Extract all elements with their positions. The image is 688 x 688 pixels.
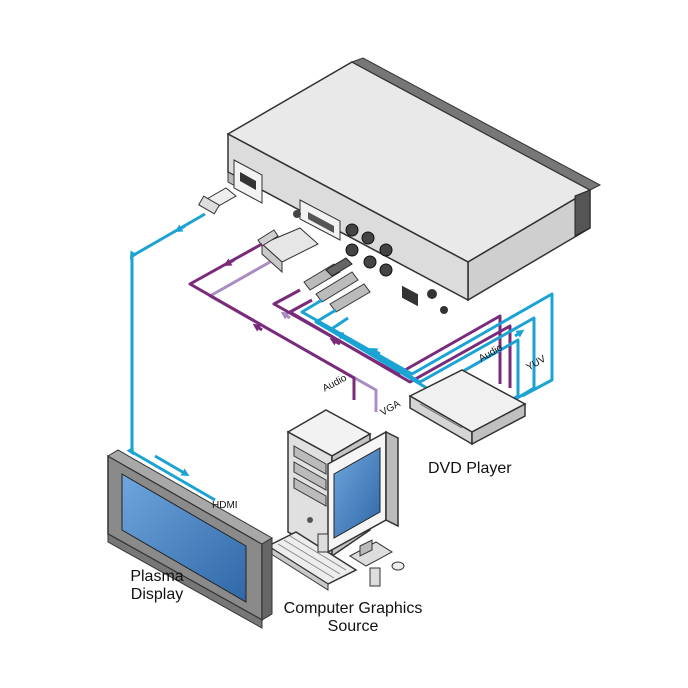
computer-source-label-line1: Computer Graphics bbox=[283, 600, 423, 617]
plugged-connectors bbox=[198, 187, 371, 313]
hdmi-cable-label: HDMI bbox=[212, 500, 238, 511]
dvd-player-icon bbox=[408, 369, 527, 446]
monitor-icon bbox=[327, 430, 399, 567]
control-ports bbox=[402, 285, 448, 314]
keyboard-icon bbox=[266, 531, 405, 591]
hdmi-out-port bbox=[233, 159, 263, 204]
dvd-player-label: DVD Player bbox=[428, 460, 512, 477]
scaler-device bbox=[226, 57, 602, 314]
hdmi-cable bbox=[126, 212, 216, 502]
component-ports bbox=[345, 223, 393, 277]
plasma-display-icon bbox=[107, 449, 273, 629]
plasma-display-label-line2: Display bbox=[130, 586, 184, 603]
vga-in-port bbox=[293, 199, 341, 241]
audio-cable-pc bbox=[188, 242, 356, 400]
computer-source-label-line2: Source bbox=[327, 618, 379, 635]
yuv-cable bbox=[300, 292, 554, 406]
plasma-display-label-line1: Plasma bbox=[130, 568, 184, 585]
